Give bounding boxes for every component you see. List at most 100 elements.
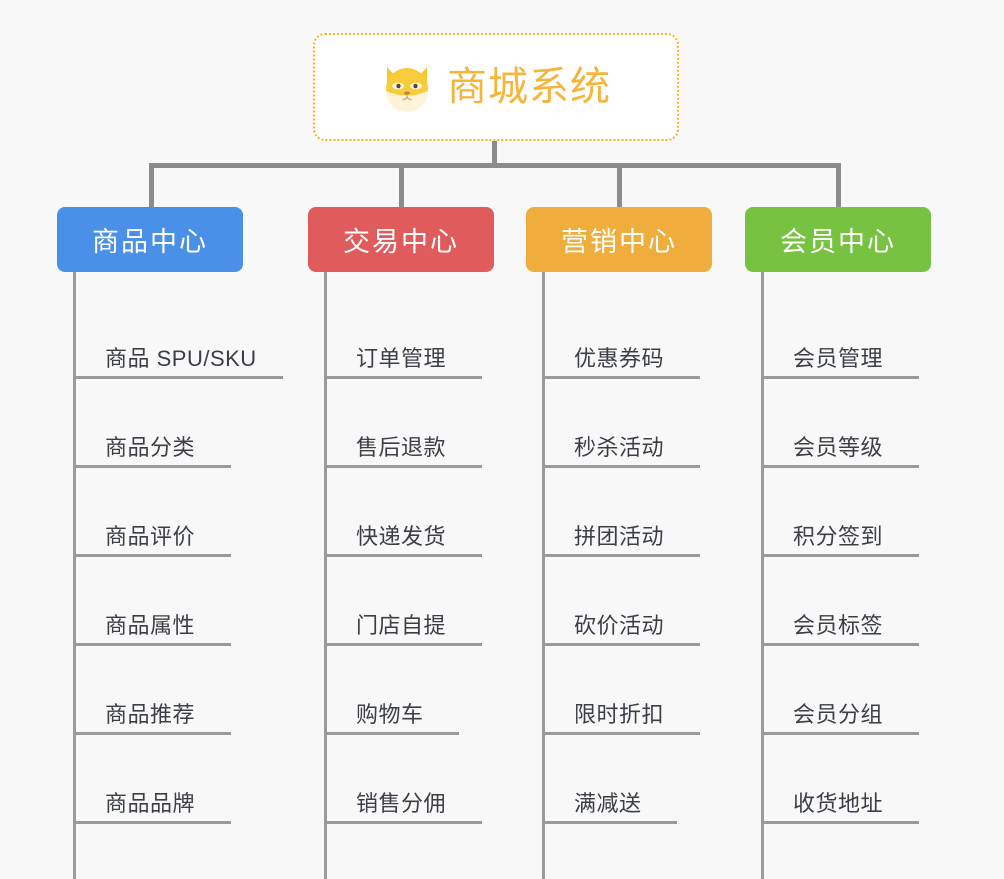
leaf-label: 快递发货	[356, 524, 447, 549]
leaf-item[interactable]: 商品分类	[57, 379, 307, 468]
leaf-underline	[542, 643, 700, 646]
branch-column-3: 营销中心 优惠券码 秒杀活动 拼团活动 砍价活动 限时折扣	[526, 207, 742, 879]
leaf-label: 满减送	[574, 791, 642, 816]
leaf-label: 拼团活动	[574, 524, 665, 549]
leaf-item[interactable]: 满减送	[526, 735, 742, 824]
branch-leaf-list-4: 会员管理 会员等级 积分签到 会员标签 会员分组 收货地址	[745, 272, 961, 879]
leaf-item[interactable]: 砍价活动	[526, 557, 742, 646]
leaf-label: 积分签到	[793, 524, 884, 549]
branch-header-label: 会员中心	[780, 227, 896, 257]
leaf-item[interactable]: 快递发货	[308, 468, 526, 557]
leaf-underline	[542, 376, 700, 379]
connector-drop-2	[399, 163, 404, 208]
leaf-label: 商品推荐	[105, 702, 196, 727]
leaf-label: 砍价活动	[574, 613, 665, 638]
leaf-item[interactable]: 商品评价	[57, 468, 307, 557]
leaf-item[interactable]: 商品推荐	[57, 646, 307, 735]
branch-header-3[interactable]: 营销中心	[526, 207, 712, 272]
leaf-label: 购物车	[356, 702, 424, 727]
leaf-item[interactable]: 售后退款	[308, 379, 526, 468]
leaf-item[interactable]: 积分签到	[745, 468, 961, 557]
leaf-underline	[324, 643, 482, 646]
connector-trunk	[492, 141, 497, 165]
leaf-item[interactable]: 会员管理	[745, 290, 961, 379]
leaf-label: 会员管理	[793, 346, 884, 371]
branch-column-1: 商品中心 商品 SPU/SKU 商品分类 商品评价 商品属性 商品推荐	[57, 207, 307, 879]
leaf-label: 门店自提	[356, 613, 447, 638]
branch-rail-3	[542, 272, 545, 879]
branch-column-4: 会员中心 会员管理 会员等级 积分签到 会员标签 会员分组	[745, 207, 961, 879]
shiba-dog-face-icon	[386, 67, 428, 112]
leaf-label: 优惠券码	[574, 346, 665, 371]
branch-header-4[interactable]: 会员中心	[745, 207, 931, 272]
leaf-underline	[761, 465, 919, 468]
leaf-item[interactable]: 商品属性	[57, 557, 307, 646]
branch-header-2[interactable]: 交易中心	[308, 207, 494, 272]
leaf-item[interactable]: 会员分组	[745, 646, 961, 735]
branch-leaf-list-3: 优惠券码 秒杀活动 拼团活动 砍价活动 限时折扣 满减送	[526, 272, 742, 879]
leaf-label: 会员标签	[793, 613, 884, 638]
leaf-label: 商品分类	[105, 435, 196, 460]
leaf-label: 收货地址	[793, 791, 884, 816]
leaf-underline	[73, 732, 231, 735]
leaf-underline	[761, 643, 919, 646]
leaf-underline	[761, 732, 919, 735]
leaf-underline	[73, 643, 231, 646]
leaf-label: 商品 SPU/SKU	[105, 346, 257, 371]
leaf-label: 会员分组	[793, 702, 884, 727]
mindmap-canvas: 商城系统 商品中心 商品 SPU/SKU 商品分类 商品评价 商	[57, 33, 961, 879]
connector-drop-1	[149, 163, 154, 208]
leaf-underline	[761, 554, 919, 557]
leaf-item[interactable]: 订单管理	[308, 290, 526, 379]
leaf-item[interactable]: 商品品牌	[57, 735, 307, 824]
branch-header-label: 营销中心	[561, 227, 677, 257]
leaf-label: 会员等级	[793, 435, 884, 460]
branch-header-1[interactable]: 商品中心	[57, 207, 243, 272]
root-label: 商城系统	[447, 65, 611, 109]
connector-drop-4	[836, 163, 841, 208]
branch-column-2: 交易中心 订单管理 售后退款 快递发货 门店自提 购物车	[308, 207, 526, 879]
leaf-item[interactable]: 限时折扣	[526, 646, 742, 735]
leaf-label: 商品属性	[105, 613, 196, 638]
connector-bus	[149, 163, 841, 168]
root-node[interactable]: 商城系统	[313, 33, 679, 141]
leaf-label: 秒杀活动	[574, 435, 665, 460]
leaf-item[interactable]: 商品 SPU/SKU	[57, 290, 307, 379]
leaf-item[interactable]: 销售分佣	[308, 735, 526, 824]
leaf-underline	[73, 821, 231, 824]
leaf-underline	[73, 376, 283, 379]
leaf-underline	[324, 376, 482, 379]
leaf-underline	[542, 465, 700, 468]
leaf-item[interactable]: 收货地址	[745, 735, 961, 824]
branch-header-label: 商品中心	[92, 227, 208, 257]
leaf-item[interactable]: 拼团活动	[526, 468, 742, 557]
leaf-underline	[324, 554, 482, 557]
leaf-underline	[542, 554, 700, 557]
leaf-underline	[324, 465, 482, 468]
leaf-underline	[324, 821, 482, 824]
branch-leaf-list-1: 商品 SPU/SKU 商品分类 商品评价 商品属性 商品推荐 商品品牌	[57, 272, 307, 879]
leaf-label: 售后退款	[356, 435, 447, 460]
leaf-label: 商品评价	[105, 524, 196, 549]
leaf-underline	[542, 821, 677, 824]
leaf-underline	[542, 732, 700, 735]
leaf-underline	[761, 376, 919, 379]
leaf-item[interactable]: 秒杀活动	[526, 379, 742, 468]
branch-rail-2	[324, 272, 327, 879]
leaf-underline	[324, 732, 459, 735]
branch-rail-1	[73, 272, 76, 879]
leaf-item[interactable]: 会员等级	[745, 379, 961, 468]
leaf-item[interactable]: 门店自提	[308, 557, 526, 646]
leaf-label: 限时折扣	[574, 702, 665, 727]
branch-leaf-list-2: 订单管理 售后退款 快递发货 门店自提 购物车 销售分佣	[308, 272, 526, 879]
branch-header-label: 交易中心	[343, 227, 459, 257]
leaf-label: 商品品牌	[105, 791, 196, 816]
leaf-label: 订单管理	[356, 346, 447, 371]
leaf-underline	[761, 821, 919, 824]
leaf-underline	[73, 465, 231, 468]
connector-drop-3	[617, 163, 622, 208]
leaf-item[interactable]: 购物车	[308, 646, 526, 735]
branch-rail-4	[761, 272, 764, 879]
leaf-item[interactable]: 优惠券码	[526, 290, 742, 379]
leaf-item[interactable]: 会员标签	[745, 557, 961, 646]
